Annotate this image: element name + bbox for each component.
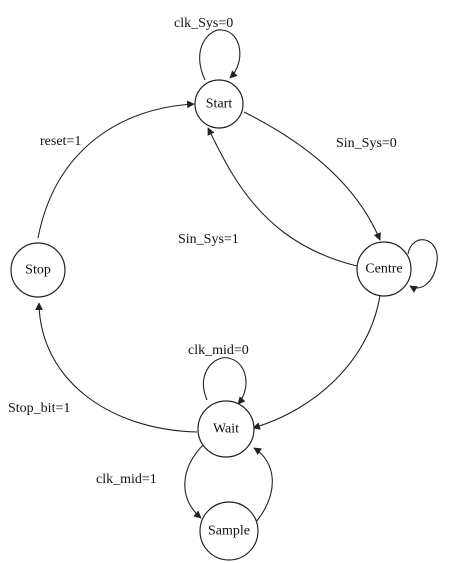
edge-wait-self: [202, 357, 247, 405]
edge-wait-to-sample: [184, 443, 205, 519]
state-stop-label: Stop: [25, 263, 51, 278]
edge-stop-to-start: [37, 100, 195, 239]
label-centre-to-start: Sin_Sys=1: [178, 232, 239, 247]
label-start-self: clk_Sys=0: [174, 16, 233, 31]
edge-start-to-centre: [243, 111, 381, 241]
edge-sample-to-wait: [253, 447, 273, 523]
edge-wait-to-stop: [35, 302, 198, 433]
label-wait-self: clk_mid=0: [188, 343, 249, 358]
state-sample-label: Sample: [208, 524, 250, 539]
edge-start-self: [199, 29, 241, 81]
edge-centre-to-wait: [252, 294, 381, 430]
state-stop: Stop: [10, 242, 66, 298]
state-centre: Centre: [356, 241, 412, 297]
label-stop-to-start: reset=1: [40, 134, 81, 149]
edge-centre-to-start: [207, 127, 358, 267]
label-wait-to-sample: clk_mid=1: [96, 472, 157, 487]
state-wait: Wait: [197, 400, 255, 458]
state-sample: Sample: [199, 501, 259, 561]
label-wait-to-stop: Stop_bit=1: [8, 401, 70, 416]
state-start-label: Start: [206, 97, 233, 112]
label-start-to-centre: Sin_Sys=0: [336, 136, 397, 151]
state-start: Start: [194, 79, 244, 129]
state-centre-label: Centre: [365, 262, 402, 277]
state-wait-label: Wait: [213, 422, 239, 437]
edge-centre-self: [407, 239, 438, 293]
